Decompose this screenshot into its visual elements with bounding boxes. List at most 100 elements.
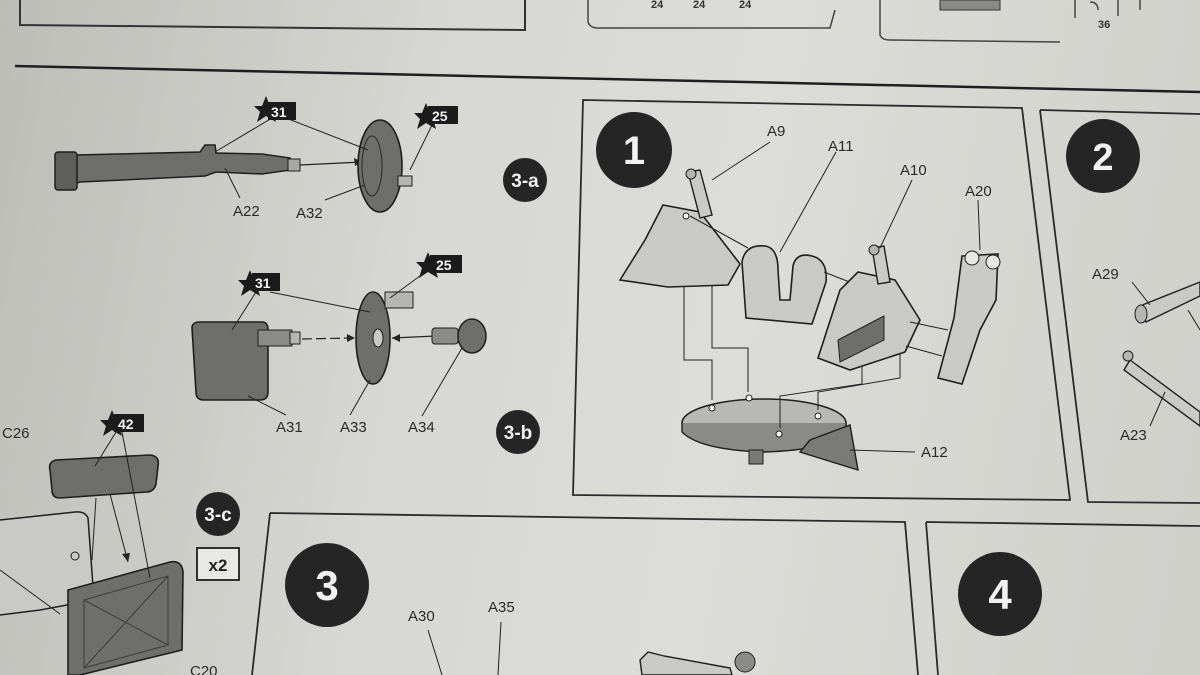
part-a9-arm	[687, 169, 713, 219]
assembly-arrow	[779, 366, 863, 428]
part-label: A10	[900, 162, 927, 179]
star-number: 31	[271, 104, 287, 120]
part-a31-axle	[257, 329, 293, 347]
part-a32-rim	[361, 135, 383, 197]
part-a10-plate	[837, 315, 885, 363]
leader-line	[427, 629, 443, 675]
substep-badge	[503, 158, 547, 202]
part-a33-hole	[372, 328, 384, 348]
sprue-number: 24	[739, 0, 752, 11]
star-number: 25	[432, 108, 448, 124]
leader-line	[349, 379, 371, 416]
part-a9	[618, 204, 741, 288]
sprue-part	[939, 0, 1001, 11]
step-number: 3	[315, 562, 338, 609]
part-label: C20	[190, 663, 218, 675]
leader-line	[94, 431, 117, 467]
part-a31-peg	[289, 331, 301, 345]
leader-line	[231, 291, 257, 331]
leader-line	[1131, 281, 1151, 306]
leader-line	[0, 569, 61, 615]
sprue-number: 36	[1098, 19, 1110, 31]
part-label: A34	[408, 419, 435, 436]
part-fragment	[639, 651, 733, 675]
part-label: C26	[2, 425, 30, 442]
part-c20	[67, 560, 184, 675]
star-tag	[114, 414, 144, 432]
leader-line	[121, 431, 151, 579]
panel-border	[1039, 109, 1200, 504]
part-c20-cross	[83, 575, 169, 669]
part-a33-arm	[384, 291, 414, 309]
part-label: A29	[1092, 266, 1119, 283]
part-a20-eye	[964, 250, 980, 266]
part-a12-hole	[708, 404, 716, 412]
part-label: A35	[488, 599, 515, 616]
substep-3a: 31 25 A22 A32 3-a	[54, 96, 547, 222]
part-a32-hub	[397, 175, 413, 187]
step-badge	[958, 552, 1042, 636]
leader-line	[224, 167, 241, 199]
sprue-runners	[1074, 0, 1141, 18]
part-a12-bracket	[798, 424, 859, 472]
arrow-head	[392, 334, 400, 342]
panel-border	[925, 521, 1200, 675]
substep-label: 3-a	[511, 171, 539, 192]
assembly-arrow	[909, 321, 949, 331]
leader-line	[977, 199, 981, 251]
assembly-arrow	[301, 337, 353, 340]
substep-3c: 42 C26 C20 3-c x2	[0, 410, 240, 675]
step-4-panel: 4	[925, 521, 1200, 675]
leader-line	[269, 291, 371, 313]
arrow-head	[347, 334, 355, 342]
step-number: 2	[1092, 137, 1113, 179]
leader-line	[711, 141, 771, 181]
part-label: A23	[1120, 427, 1147, 444]
substep-label: 3-c	[204, 505, 232, 526]
multiplier-label: x2	[209, 556, 228, 575]
assembly-arrow	[711, 286, 749, 392]
star-tag	[430, 255, 462, 273]
multiplier-box	[196, 547, 240, 581]
part-a12-hole	[745, 394, 753, 402]
previous-panel-border	[19, 0, 526, 32]
hull-hole	[70, 551, 80, 561]
part-a12-hole	[814, 412, 822, 420]
leader-line	[285, 117, 369, 151]
part-label: A30	[408, 608, 435, 625]
leader-line	[1149, 391, 1166, 427]
sprue-number: 24	[651, 0, 664, 11]
assembly-arrow	[299, 161, 363, 166]
assembly-arrow	[905, 345, 943, 357]
part-label: A32	[296, 205, 323, 222]
part-a9-hole	[682, 212, 690, 220]
part-label: A9	[767, 123, 785, 140]
panel-border	[251, 512, 919, 675]
part-label: A20	[965, 183, 992, 200]
part-label: A22	[233, 203, 260, 220]
panel-border	[572, 99, 1072, 501]
star-number: 31	[255, 275, 271, 291]
substep-badge	[496, 410, 540, 454]
leader-line	[421, 347, 463, 417]
assembly-arrow	[683, 286, 713, 400]
leader-line	[849, 449, 916, 453]
arrow-head	[122, 553, 130, 562]
part-a12-hole	[775, 430, 783, 438]
leader-line	[1187, 309, 1200, 331]
substep-3b: 31 25 A31 A33 A34 3-b	[191, 252, 540, 454]
sprue-number: 24	[693, 0, 706, 11]
star-number: 42	[118, 416, 134, 432]
part-a23	[1123, 358, 1200, 427]
part-label: A12	[921, 444, 948, 461]
step-badge	[596, 112, 672, 188]
top-strip: 24 24 24 36	[14, 0, 1200, 94]
part-a20-eye	[985, 254, 1001, 270]
star-tag	[268, 102, 296, 120]
step-1-panel: 1	[572, 99, 1072, 501]
star-number: 25	[436, 257, 452, 273]
leader-line	[497, 621, 502, 675]
part-a11	[741, 245, 828, 325]
part-a29-end	[1134, 304, 1148, 324]
